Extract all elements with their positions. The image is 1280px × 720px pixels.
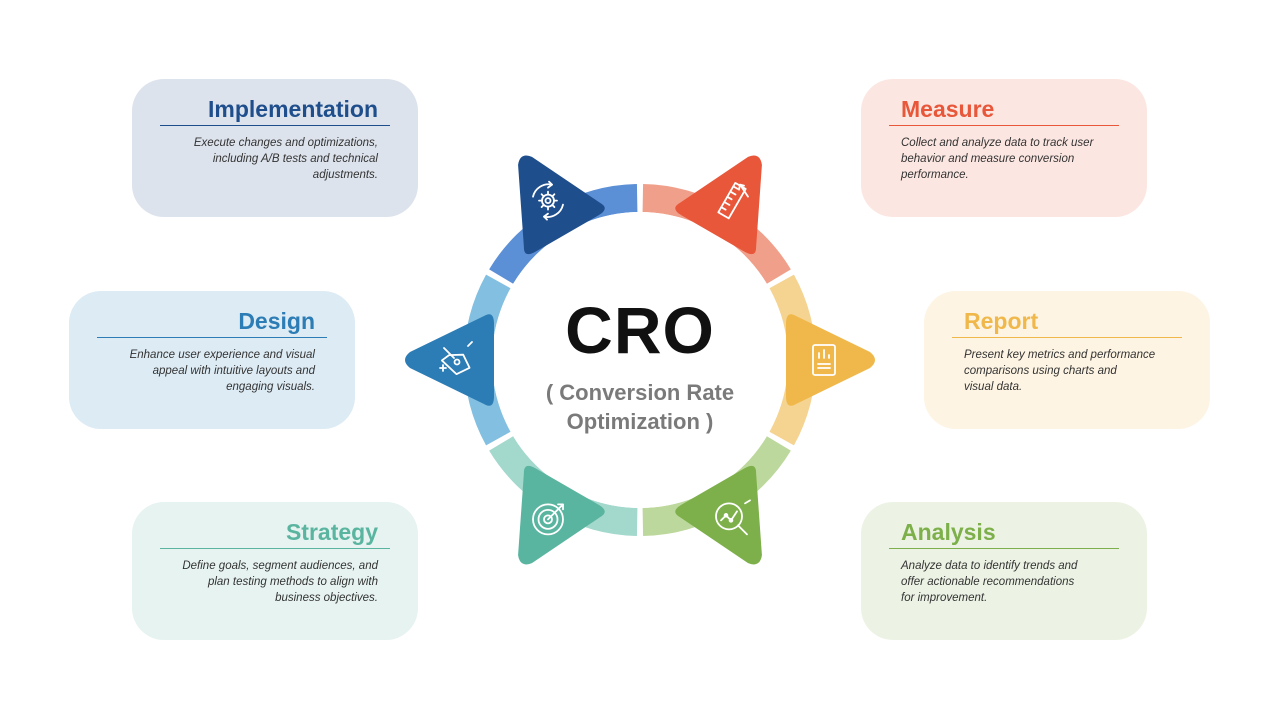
card-design: Design Enhance user experience and visua… [69, 291, 355, 429]
tab-analysis [675, 465, 762, 565]
card-title-report: Report [964, 308, 1039, 334]
card-description-strategy: Define goals, segment audiences, and pla… [158, 558, 378, 606]
gear-cycle-icon [532, 180, 564, 221]
desc-line: including A/B tests and technical [212, 153, 378, 165]
desc-line: visual data. [964, 381, 1023, 393]
desc-line: plan testing methods to align with [207, 576, 378, 588]
card-divider [160, 125, 390, 126]
center-subtitle: ( Conversion Rate Optimization ) [520, 378, 760, 436]
center-subtitle-line1: ( Conversion Rate [545, 380, 735, 405]
desc-line: engaging visuals. [226, 381, 315, 393]
card-description-measure: Collect and analyze data to track user b… [901, 135, 1121, 183]
desc-line: Define goals, segment audiences, and [182, 560, 378, 572]
card-title-measure: Measure [901, 96, 995, 122]
card-title-design: Design [238, 308, 315, 334]
card-analysis: Analysis Analyze data to identify trends… [861, 502, 1147, 640]
desc-line: for improvement. [901, 592, 988, 604]
desc-line: Analyze data to identify trends and [901, 560, 1078, 572]
report-document-icon [812, 344, 836, 376]
tab-design [405, 314, 494, 406]
card-description-analysis: Analyze data to identify trends and offe… [901, 558, 1121, 606]
card-title-analysis: Analysis [901, 519, 996, 545]
tab-strategy [518, 465, 605, 565]
card-report: Report Present key metrics and performan… [924, 291, 1210, 429]
center-title: CRO [565, 293, 715, 367]
desc-line: offer actionable recommendations [901, 576, 1075, 588]
tab-shape-analysis [675, 465, 762, 565]
desc-line: business objectives. [275, 592, 378, 604]
card-measure: Measure Collect and analyze data to trac… [861, 79, 1147, 217]
card-divider [97, 337, 327, 338]
desc-line: adjustments. [312, 169, 378, 181]
step-tabs [405, 155, 875, 565]
tab-implementation [518, 155, 605, 255]
card-strategy: Strategy Define goals, segment audiences… [132, 502, 418, 640]
desc-line: comparisons using charts and [964, 365, 1117, 377]
card-divider [889, 125, 1119, 126]
tab-shape-implementation [518, 155, 605, 255]
card-title-implementation: Implementation [208, 96, 378, 122]
tab-report [786, 314, 875, 406]
card-description-design: Enhance user experience and visual appea… [95, 347, 315, 395]
card-title-strategy: Strategy [285, 519, 378, 545]
tab-shape-design [405, 314, 494, 406]
tab-shape-strategy [518, 465, 605, 565]
desc-line: performance. [901, 169, 969, 181]
magnifier-chart-icon [715, 499, 751, 536]
desc-line: Present key metrics and performance [964, 349, 1156, 361]
tab-shape-report [786, 314, 875, 406]
card-description-report: Present key metrics and performance comp… [964, 347, 1184, 395]
target-icon [532, 503, 564, 536]
card-divider [889, 548, 1119, 549]
tab-shape-measure [675, 155, 762, 255]
desc-line: Collect and analyze data to track user [901, 137, 1094, 149]
desc-line: Execute changes and optimizations, [193, 137, 378, 149]
card-divider [952, 337, 1182, 338]
center-circle [492, 212, 788, 508]
ruler-icon [717, 182, 749, 220]
desc-line: behavior and measure conversion [901, 153, 1075, 165]
card-divider [160, 548, 390, 549]
center-subtitle-line2: Optimization ) [566, 409, 714, 434]
card-description-implementation: Execute changes and optimizations, inclu… [158, 135, 378, 183]
tab-measure [675, 155, 762, 255]
card-implementation: Implementation Execute changes and optim… [132, 79, 418, 217]
pen-tool-icon [439, 341, 473, 376]
desc-line: appeal with intuitive layouts and [152, 365, 315, 377]
desc-line: Enhance user experience and visual [129, 349, 315, 361]
